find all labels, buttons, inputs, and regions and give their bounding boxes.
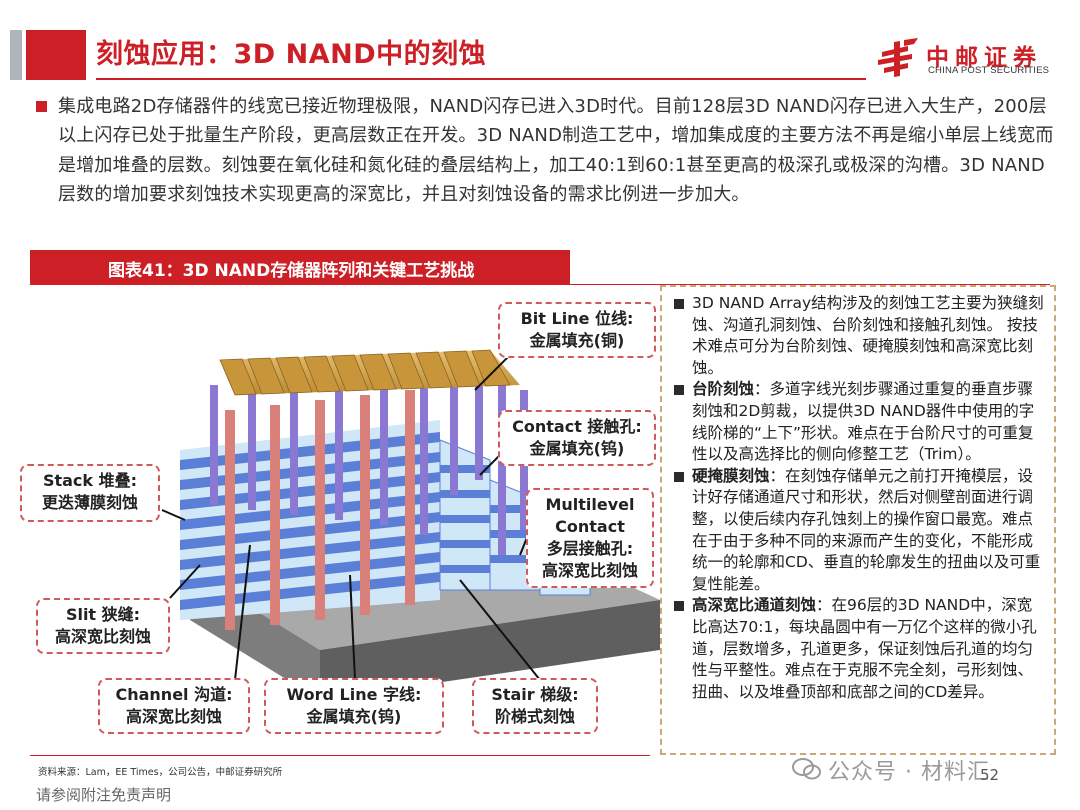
side-notes-panel: 3D NAND Array结构涉及的刻蚀工艺主要为狭缝刻蚀、沟道孔洞刻蚀、台阶刻… [660, 285, 1056, 755]
title-red-block [26, 30, 86, 80]
bullet-square-icon [36, 101, 47, 112]
label-multilevel-en-2: Contact [555, 517, 625, 536]
disclaimer-link[interactable]: 请参阅附注免责声明 [36, 786, 172, 804]
bullet-square-icon [674, 299, 684, 309]
source-rule [30, 755, 650, 756]
label-word-line-en: Word Line 字线: [286, 685, 422, 704]
page-number: 52 [980, 766, 1000, 784]
label-bit-line: Bit Line 位线: 金属填充(铜) [498, 302, 656, 358]
figure-title: 图表41：3D NAND存储器阵列和关键工艺挑战 [108, 261, 475, 281]
intro-paragraph: 集成电路2D存储器件的线宽已接近物理极限，NAND闪存已进入3D时代。目前128… [36, 92, 1056, 210]
logo-chinese-name: 中邮证券 [926, 45, 1042, 71]
intro-text: 集成电路2D存储器件的线宽已接近物理极限，NAND闪存已进入3D时代。目前128… [58, 96, 1054, 206]
label-stair-cn: 阶梯式刻蚀 [494, 707, 575, 726]
label-stack: Stack 堆叠: 更迭薄膜刻蚀 [20, 464, 160, 522]
figure-title-bar [30, 250, 570, 284]
side-note-text: 3D NAND Array结构涉及的刻蚀工艺主要为狭缝刻蚀、沟道孔洞刻蚀、台阶刻… [692, 294, 1044, 377]
label-slit-en: Slit 狭缝: [65, 605, 141, 624]
side-note-bold: 台阶刻蚀 [692, 380, 755, 399]
page-title: 刻蚀应用：3D NAND中的刻蚀 [96, 39, 487, 70]
bullet-square-icon [674, 471, 684, 482]
3d-nand-diagram: Bit Line 位线: 金属填充(铜) Contact 接触孔: 金属填充(钨… [20, 290, 660, 740]
side-note-item: 台阶刻蚀：多道字线光刻步骤通过重复的垂直步骤刻蚀和2D剪裁，以提供3D NAND… [672, 379, 1044, 465]
side-note-item: 高深宽比通道刻蚀：在96层的3D NAND中，深宽比高达70:1，每块晶圆中有一… [672, 595, 1044, 703]
side-note-text: ：在刻蚀存储单元之前打开掩模层，设计好存储通道尺寸和形状，然后对侧壁剖面进行调整… [692, 466, 1041, 593]
channel-pillars [225, 390, 415, 630]
label-bit-line-en: Bit Line 位线: [520, 309, 634, 328]
wechat-icon [792, 758, 821, 780]
label-contact-cn: 金属填充(钨) [529, 439, 625, 458]
china-post-logo-icon [878, 38, 918, 77]
side-note-text: ：多道字线光刻步骤通过重复的垂直步骤刻蚀和2D剪裁，以提供3D NAND器件中使… [692, 380, 1035, 464]
logo-english-name: CHINA POST SECURITIES [928, 65, 1050, 76]
label-slit-cn: 高深宽比刻蚀 [54, 627, 151, 646]
label-contact-en: Contact 接触孔: [512, 417, 642, 436]
label-bit-line-cn: 金属填充(铜) [529, 331, 625, 350]
label-contact: Contact 接触孔: 金属填充(钨) [498, 410, 656, 466]
title-underline [96, 78, 866, 80]
label-channel: Channel 沟道: 高深宽比刻蚀 [98, 678, 250, 734]
label-word-line-cn: 金属填充(钨) [306, 707, 402, 726]
label-stack-cn: 更迭薄膜刻蚀 [41, 493, 138, 512]
label-channel-cn: 高深宽比刻蚀 [125, 707, 222, 726]
label-slit: Slit 狭缝: 高深宽比刻蚀 [36, 598, 170, 654]
figure-rule [30, 284, 1050, 285]
label-multilevel-cn-1: 多层接触孔: [546, 539, 634, 558]
title-accent-bar [10, 30, 22, 80]
company-logo: 中邮证券 CHINA POST SECURITIES [878, 38, 1068, 78]
watermark-text: 公众号 · 材料汇 [828, 760, 990, 785]
label-stair: Stair 梯级: 阶梯式刻蚀 [472, 678, 598, 734]
side-note-bold: 高深宽比通道刻蚀 [692, 596, 817, 615]
label-multilevel-cn-2: 高深宽比刻蚀 [541, 561, 638, 580]
bit-lines [219, 349, 520, 396]
label-stack-en: Stack 堆叠: [42, 471, 138, 490]
side-note-text: ：在96层的3D NAND中，深宽比高达70:1，每块晶圆中有一万亿个这样的微小… [692, 596, 1037, 701]
bullet-square-icon [674, 601, 684, 612]
side-note-item: 3D NAND Array结构涉及的刻蚀工艺主要为狭缝刻蚀、沟道孔洞刻蚀、台阶刻… [672, 293, 1044, 379]
label-multilevel-contact: Multilevel Contact 多层接触孔: 高深宽比刻蚀 [526, 488, 654, 588]
bullet-square-icon [674, 385, 684, 396]
label-channel-en: Channel 沟道: [115, 685, 233, 704]
source-note: 资料来源：Lam，EE Times，公司公告，中邮证券研究所 [38, 767, 283, 778]
label-word-line: Word Line 字线: 金属填充(钨) [264, 678, 444, 734]
label-multilevel-en-1: Multilevel [545, 495, 635, 514]
side-note-bold: 硬掩膜刻蚀 [692, 466, 770, 485]
side-note-item: 硬掩膜刻蚀：在刻蚀存储单元之前打开掩模层，设计好存储通道尺寸和形状，然后对侧壁剖… [672, 466, 1044, 596]
label-stair-en: Stair 梯级: [491, 685, 579, 704]
